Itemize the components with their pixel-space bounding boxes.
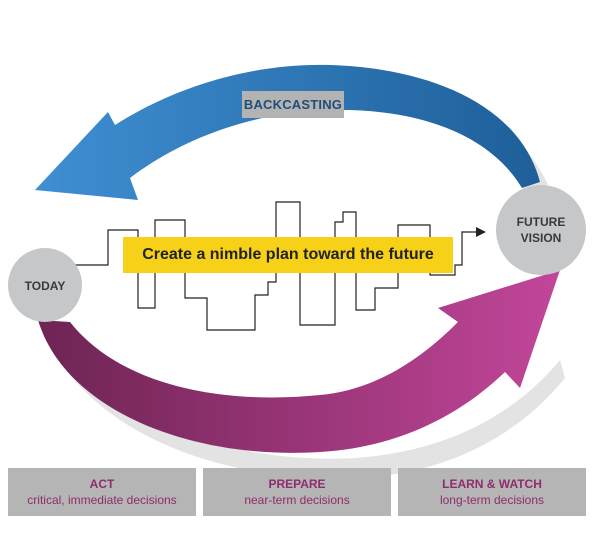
phase-title: LEARN & WATCH (442, 477, 542, 491)
today-node (8, 248, 82, 322)
future-label-line2: VISION (521, 231, 562, 245)
phase-desc: long-term decisions (439, 493, 545, 507)
phase-act: ACT critical, immediate decisions (8, 468, 196, 516)
today-label: TODAY (25, 279, 66, 293)
bottom-arc-shadow (52, 335, 565, 479)
plan-banner: Create a nimble plan toward the future (123, 237, 453, 273)
phase-prepare: PREPARE near-term decisions (203, 468, 391, 516)
phase-title: ACT (89, 477, 115, 491)
plan-path-arrowhead (476, 227, 486, 237)
phase-desc: near-term decisions (244, 493, 350, 507)
phase-desc: critical, immediate decisions (27, 493, 177, 507)
forward-arrow (38, 270, 560, 453)
phase-learn-watch: LEARN & WATCH long-term decisions (398, 468, 586, 516)
backcasting-arrow (35, 64, 540, 200)
backcasting-label: BACKCASTING (242, 91, 344, 118)
future-label-line1: FUTURE (517, 215, 566, 229)
phase-title: PREPARE (268, 477, 326, 491)
future-vision-node (496, 185, 586, 275)
